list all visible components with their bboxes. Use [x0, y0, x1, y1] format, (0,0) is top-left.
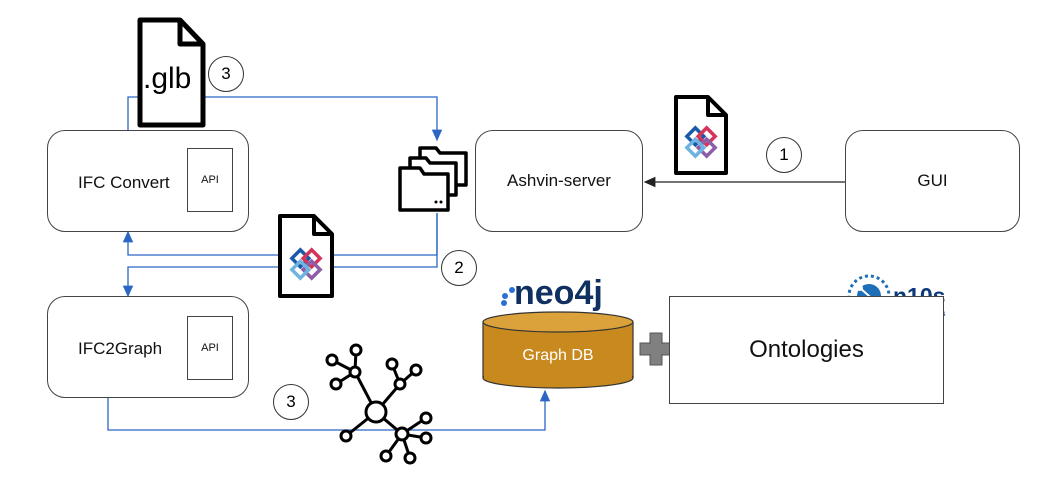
- step-two-badge: 2: [441, 250, 477, 286]
- api-label: API: [201, 342, 219, 354]
- glb-file-icon: .glb: [137, 17, 206, 128]
- api-label: API: [201, 174, 219, 186]
- ifc-file-icon: [278, 214, 334, 298]
- ifc-convert-label: IFC Convert: [78, 173, 170, 192]
- api-badge: API: [187, 316, 233, 380]
- graph-db-label: Graph DB: [522, 347, 593, 364]
- folders-icon: [398, 146, 468, 212]
- graph-network-icon: [325, 343, 433, 465]
- neo4j-logo: neo4j: [501, 274, 603, 312]
- svg-text:neo4j: neo4j: [514, 274, 603, 312]
- ashvin-server-node: Ashvin-server: [475, 130, 643, 232]
- glb-file-label: .glb: [143, 62, 191, 95]
- api-badge: API: [187, 148, 233, 212]
- graph-db-cylinder: Graph DB: [482, 311, 634, 389]
- ifc-file-icon: [674, 95, 728, 175]
- connector-ifc2graph-to-graphdb: [107, 389, 551, 431]
- ifc-convert-node: IFC Convert API: [47, 130, 249, 232]
- ashvin-server-label: Ashvin-server: [507, 171, 611, 190]
- ontologies-label: Ontologies: [749, 336, 864, 363]
- gui-node: GUI: [845, 130, 1020, 232]
- ontologies-node: Ontologies: [669, 296, 944, 404]
- ifc2graph-label: IFC2Graph: [78, 339, 163, 358]
- step-three-bottom-badge: 3: [273, 384, 309, 420]
- connector-convert-to-folders: [127, 96, 443, 142]
- ifc2graph-node: IFC2Graph API: [47, 296, 249, 398]
- gui-label: GUI: [917, 171, 948, 190]
- plus-icon: [639, 332, 673, 366]
- step-three-top-badge: 3: [208, 56, 244, 92]
- step-one-badge: 1: [766, 137, 802, 173]
